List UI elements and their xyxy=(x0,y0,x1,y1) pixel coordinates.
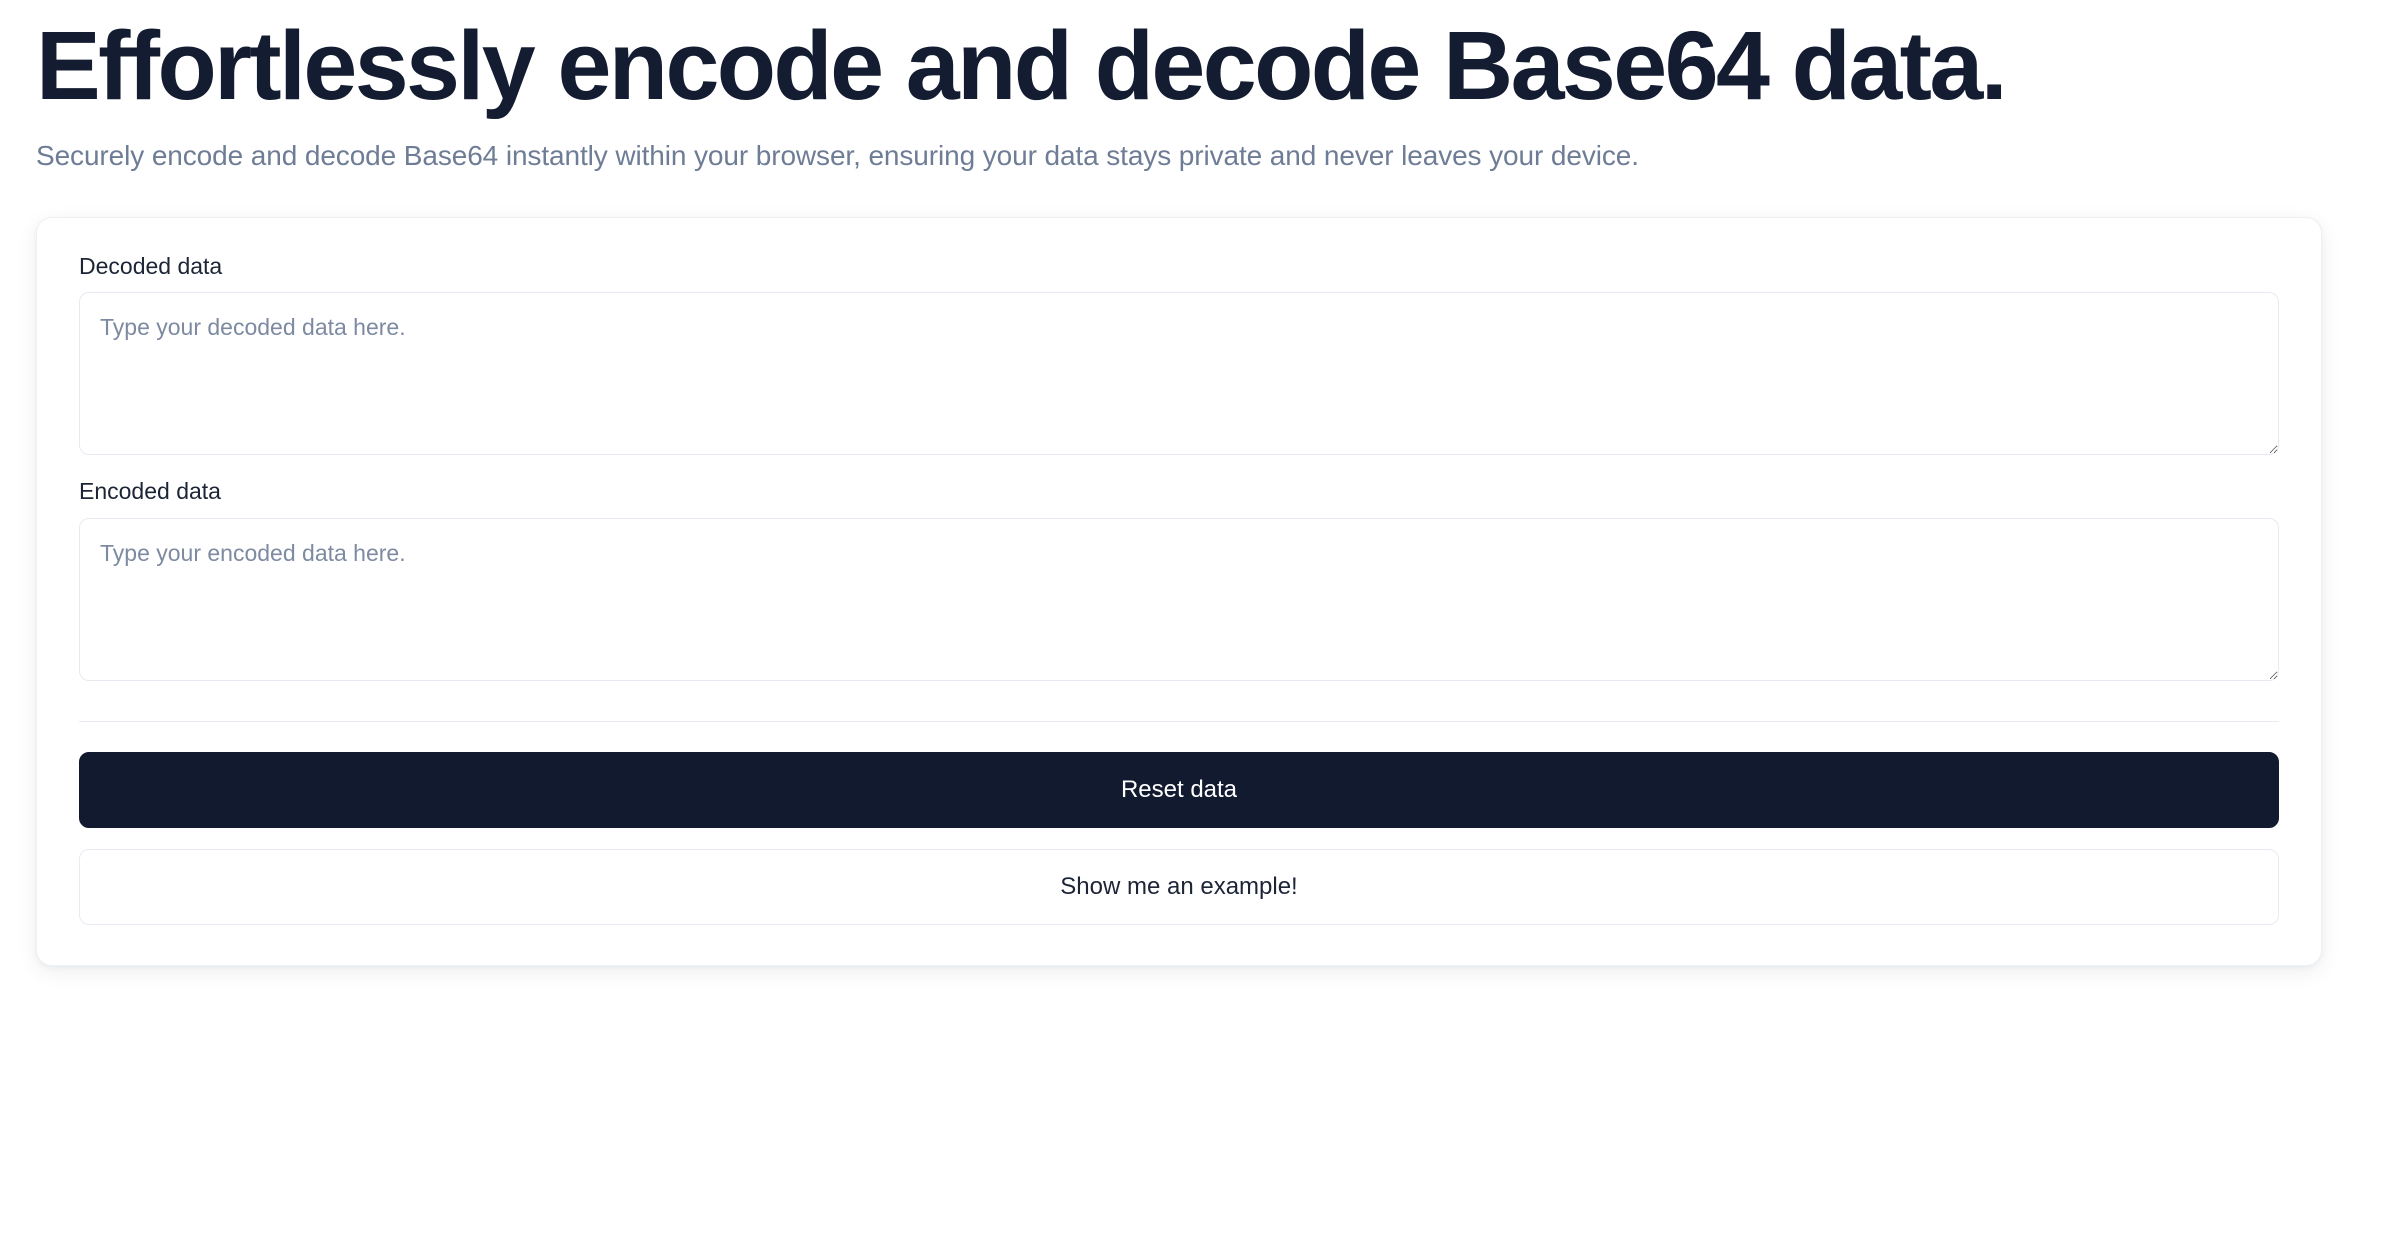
converter-card: Decoded data Encoded data Reset data Sho… xyxy=(36,216,2322,967)
encoded-data-field: Encoded data xyxy=(79,477,2279,682)
page-title: Effortlessly encode and decode Base64 da… xyxy=(36,11,2008,120)
encoded-data-input[interactable] xyxy=(79,518,2279,682)
decoded-data-label: Decoded data xyxy=(79,252,223,279)
section-divider xyxy=(79,721,2279,723)
decoded-data-input[interactable] xyxy=(79,292,2279,456)
action-buttons: Reset data Show me an example! xyxy=(79,752,2279,926)
hero-section: Effortlessly encode and decode Base64 da… xyxy=(36,0,2364,175)
reset-data-button[interactable]: Reset data xyxy=(79,752,2279,829)
page-subtitle: Securely encode and decode Base64 instan… xyxy=(36,139,1639,171)
encoded-data-label: Encoded data xyxy=(79,478,221,505)
show-example-button[interactable]: Show me an example! xyxy=(79,849,2279,926)
decoded-data-field: Decoded data xyxy=(79,252,2279,456)
